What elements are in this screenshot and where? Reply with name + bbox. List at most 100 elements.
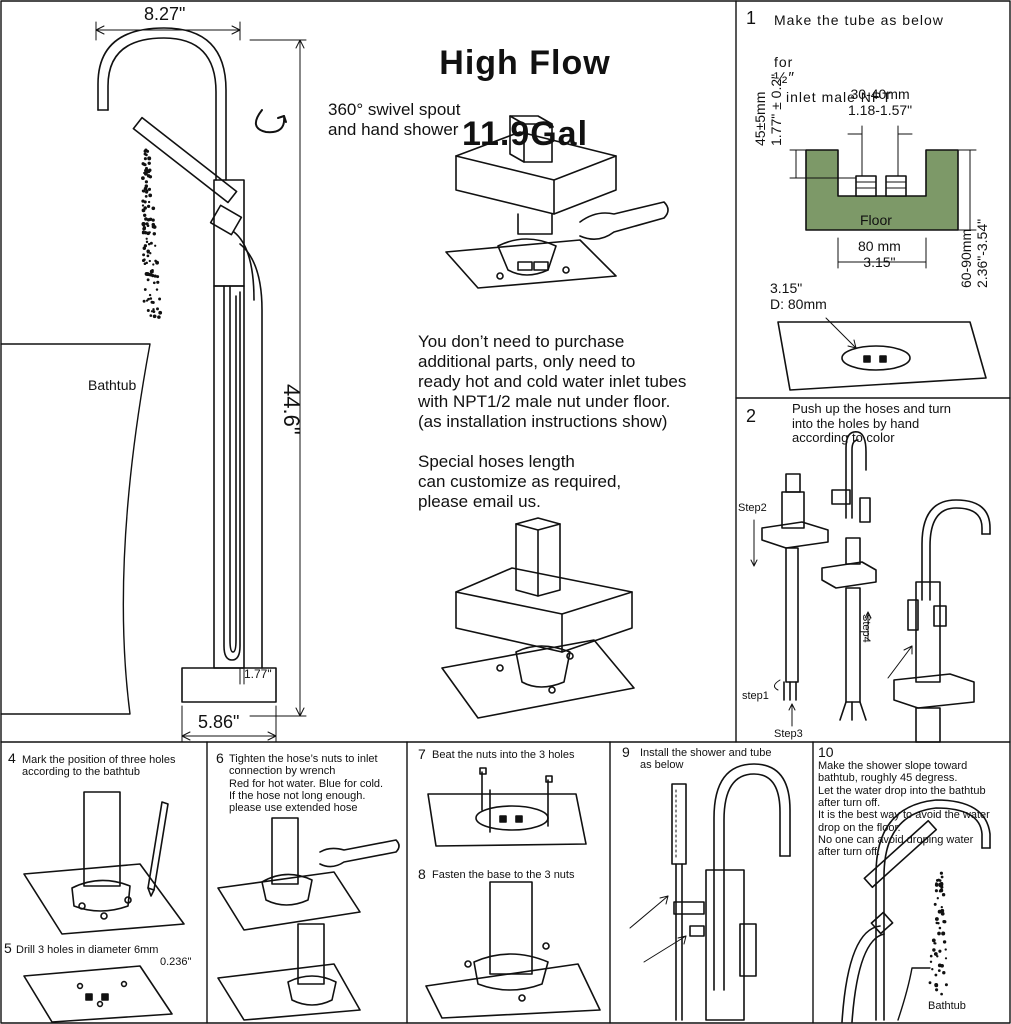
water-drop [146, 251, 150, 254]
step4-number: 4 [8, 750, 16, 766]
water-drop [143, 262, 147, 265]
step2-drawing [750, 431, 991, 743]
step5-text: Drill 3 holes in diameter 6mm [16, 944, 159, 956]
water-drop [931, 938, 936, 943]
water-drop [151, 301, 155, 304]
step2-label-step1: step1 [742, 690, 769, 702]
step2-text: Push up the hoses and turn into the hole… [792, 401, 952, 446]
step5-number: 5 [4, 940, 12, 956]
step6-drawing [217, 817, 400, 1021]
water-drop [152, 310, 156, 313]
water-drop [149, 297, 153, 300]
water-drop [151, 222, 156, 227]
info-parts: You don’t need to purchase additional pa… [418, 332, 687, 432]
water-drop [937, 931, 941, 936]
water-drop [940, 875, 944, 879]
water-drop [936, 955, 939, 958]
step2-label-step3: Step3 [774, 728, 803, 740]
water-drop [147, 200, 151, 204]
water-drop [935, 882, 938, 885]
water-drop [151, 218, 155, 222]
step4-text: Mark the position of three holes accordi… [22, 754, 176, 779]
water-drop [144, 168, 148, 173]
step1-text-b: for ½″ inlet male NPT [774, 38, 892, 105]
swivel-detail [445, 115, 669, 289]
water-drop [141, 176, 145, 180]
water-drop [937, 969, 941, 972]
water-drop [152, 263, 155, 266]
water-drop [141, 222, 146, 226]
water-drop [934, 983, 939, 987]
water-drop [938, 879, 942, 882]
title-line-2: 11.9Gal [461, 115, 589, 154]
water-drop [148, 259, 151, 263]
water-drop [942, 940, 947, 944]
dim-base-width: 5.86" [198, 712, 240, 732]
dim-height: 44.6" [279, 384, 304, 435]
dim-base-offset: 1.77" [244, 667, 272, 681]
water-drop [146, 231, 151, 236]
water-drop [146, 254, 150, 258]
water-drop [929, 960, 933, 964]
water-drop [142, 226, 147, 230]
step1-drawing [777, 125, 987, 391]
water-drop [935, 878, 939, 882]
water-drop [149, 273, 153, 277]
step10-drawing [841, 799, 991, 1023]
step9-number: 9 [622, 744, 630, 760]
water-drop [934, 889, 938, 893]
step6-text: Tighten the hose’s nuts to inlet connect… [229, 753, 384, 815]
step1-text-a: Make the tube as below [774, 12, 944, 28]
water-drop [149, 314, 153, 317]
water-drop [939, 871, 943, 875]
water-drop [936, 897, 939, 900]
water-drop [148, 187, 151, 191]
water-drop [944, 983, 948, 987]
step5-drawing [23, 965, 173, 1023]
water-drop [144, 195, 148, 198]
water-drop [142, 189, 146, 193]
water-drop [143, 163, 147, 167]
water-drop [941, 893, 946, 897]
water-drop [147, 156, 152, 161]
water-drop [944, 948, 947, 951]
water-drop [143, 258, 146, 262]
water-drop [145, 240, 149, 244]
water-drop [149, 269, 154, 274]
water-drop [152, 232, 157, 236]
water-drop [145, 237, 148, 240]
step1-dim-gap: 30-40mm 1.18-1.57" [848, 86, 913, 119]
step10-text: Make the shower slope toward bathtub, ro… [818, 760, 990, 859]
water-drop [148, 162, 151, 165]
step4-drawing [23, 791, 185, 935]
step1-text-b-suffix: inlet male NPT [786, 88, 892, 105]
water-drop [143, 206, 147, 210]
step1-number: 1 [746, 8, 757, 28]
water-drop [158, 310, 163, 315]
water-drop [146, 309, 150, 312]
water-drop [938, 882, 942, 886]
title-line-1: High Flow [439, 43, 611, 82]
water-drops-main [141, 148, 163, 319]
step10-number: 10 [818, 744, 834, 760]
water-drop [934, 952, 938, 956]
water-drop [146, 218, 151, 222]
water-drop [148, 175, 153, 179]
water-drop [142, 253, 146, 257]
water-drop [940, 992, 943, 996]
water-drop [158, 297, 162, 301]
step1-dim-width: 80 mm 3.15" [858, 238, 901, 271]
water-drop [152, 308, 155, 311]
water-drop [933, 902, 937, 906]
water-drop [145, 153, 148, 157]
step6-number: 6 [216, 750, 224, 766]
label-bathtub: Bathtub [88, 377, 137, 393]
water-drop [146, 204, 151, 209]
water-drop [143, 171, 148, 176]
water-drop [938, 926, 942, 930]
step1-dim-height: 45±5mm 1.77" ± 0.2" [752, 73, 785, 146]
water-drop [940, 905, 943, 909]
step1-text-b-prefix: for [774, 54, 794, 71]
